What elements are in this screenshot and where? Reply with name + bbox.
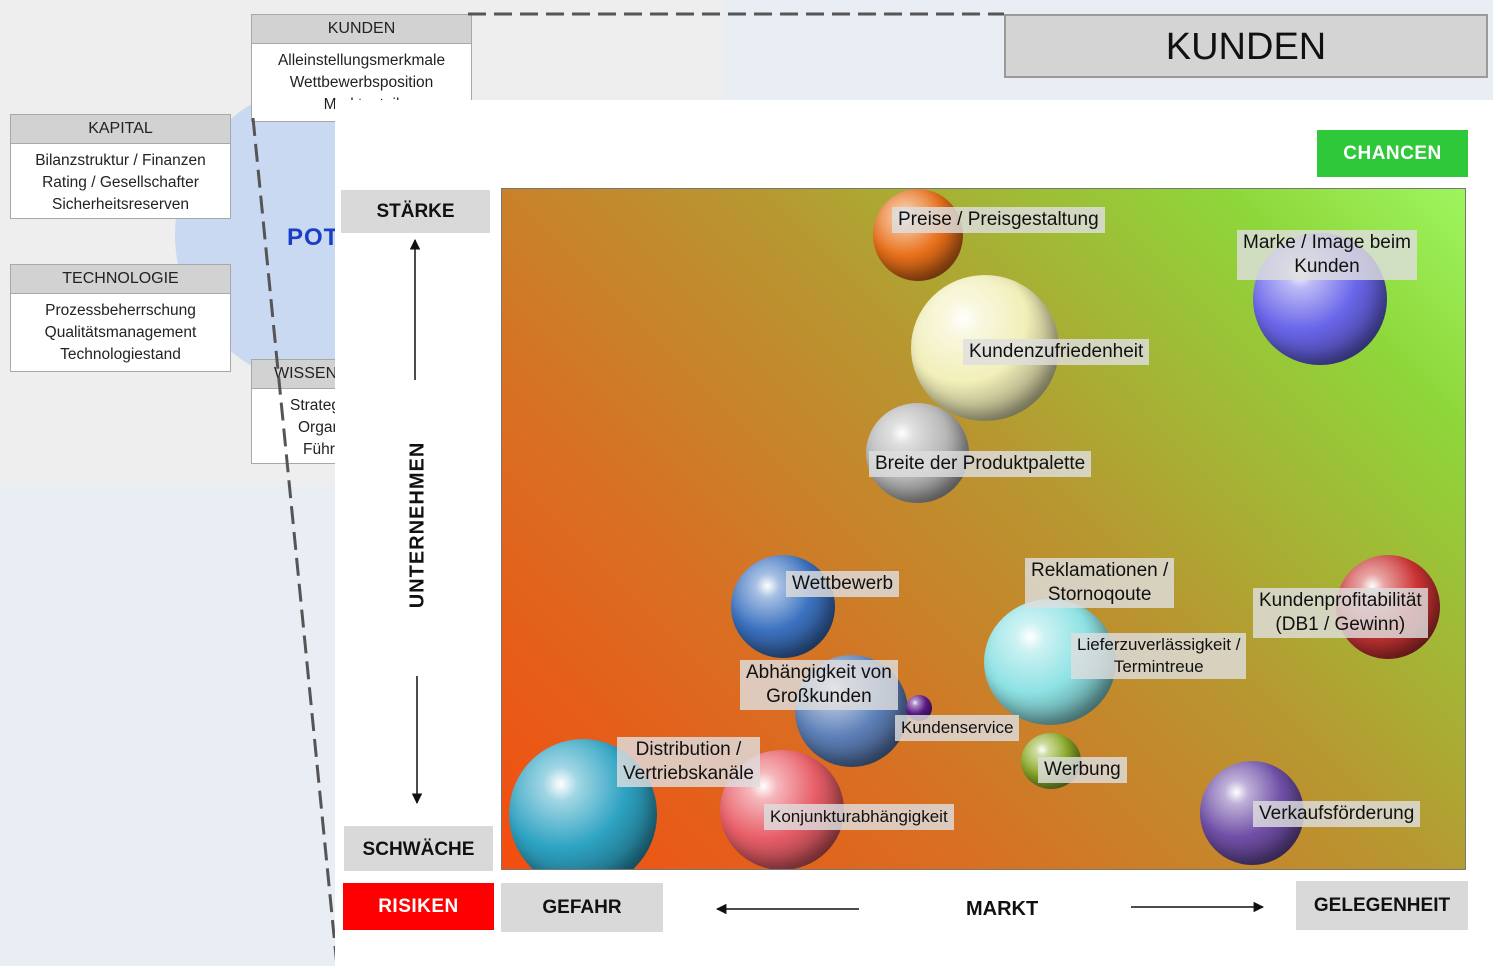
bubble-label-konjunktur: Konjunkturabhängigkeit bbox=[764, 804, 954, 830]
card-line: Bilanzstruktur / Finanzen bbox=[35, 152, 206, 169]
bubble-label-reklamationen: Reklamationen /Stornoqoute bbox=[1025, 558, 1175, 608]
card-title: TECHNOLOGIE bbox=[11, 265, 230, 294]
card-title: KUNDEN bbox=[252, 15, 471, 44]
bubble-label-preise: Preise / Preisgestaltung bbox=[892, 207, 1105, 233]
gelegenheit-label: GELEGENHEIT bbox=[1296, 881, 1468, 930]
card-line: Technologiestand bbox=[60, 346, 181, 363]
card-line: Alleinstellungsmerkmale bbox=[277, 52, 446, 69]
bubble-preise[interactable] bbox=[873, 189, 963, 281]
card-line: Wettbewerbsposition bbox=[289, 74, 434, 91]
card-line: Führ bbox=[303, 441, 335, 458]
bubble-label-kundenprofitabilitaet: Kundenprofitabilität(DB1 / Gewinn) bbox=[1253, 588, 1428, 638]
card-line: Strateg bbox=[290, 397, 340, 414]
markt-axis-label: MARKT bbox=[966, 898, 1039, 920]
card-title: KAPITAL bbox=[11, 115, 230, 144]
card-technologie[interactable]: TECHNOLOGIE Prozessbeherrschung Qualität… bbox=[10, 264, 231, 372]
bubble-label-verkaufsfoerderung: Verkaufsförderung bbox=[1253, 801, 1421, 827]
bubble-label-werbung: Werbung bbox=[1038, 757, 1127, 783]
gefahr-label: GEFAHR bbox=[501, 883, 663, 932]
bubble-label-produktpalette: Breite der Produktpalette bbox=[869, 451, 1092, 477]
potential-label: POT bbox=[287, 224, 340, 251]
bubble-matrix: Preise / Preisgestaltung Marke / Image b… bbox=[501, 188, 1466, 870]
bubble-label-kundenzufriedenheit: Kundenzufriedenheit bbox=[963, 339, 1150, 365]
bubble-label-lieferzuverlaessigkeit: Lieferzuverlässigkeit /Termintreue bbox=[1071, 633, 1247, 679]
chancen-label: CHANCEN bbox=[1317, 130, 1468, 177]
card-kapital[interactable]: KAPITAL Bilanzstruktur / Finanzen Rating… bbox=[10, 114, 231, 219]
card-line: Rating / Gesellschafter bbox=[42, 174, 199, 191]
card-line: Prozessbeherrschung bbox=[45, 302, 196, 319]
staerke-label: STÄRKE bbox=[341, 190, 490, 233]
bubble-label-kundenservice: Kundenservice bbox=[895, 715, 1020, 741]
schwaeche-label: SCHWÄCHE bbox=[344, 826, 493, 871]
card-line: Sicherheitsreserven bbox=[52, 196, 189, 213]
risiken-label: RISIKEN bbox=[343, 883, 494, 930]
kunden-title: KUNDEN bbox=[1004, 14, 1488, 78]
bubble-label-wettbewerb: Wettbewerb bbox=[786, 571, 900, 597]
card-line: Qualitätsmanagement bbox=[44, 324, 197, 341]
bubble-label-distribution: Distribution /Vertriebskanäle bbox=[617, 737, 760, 787]
card-line: Organ bbox=[298, 419, 342, 436]
